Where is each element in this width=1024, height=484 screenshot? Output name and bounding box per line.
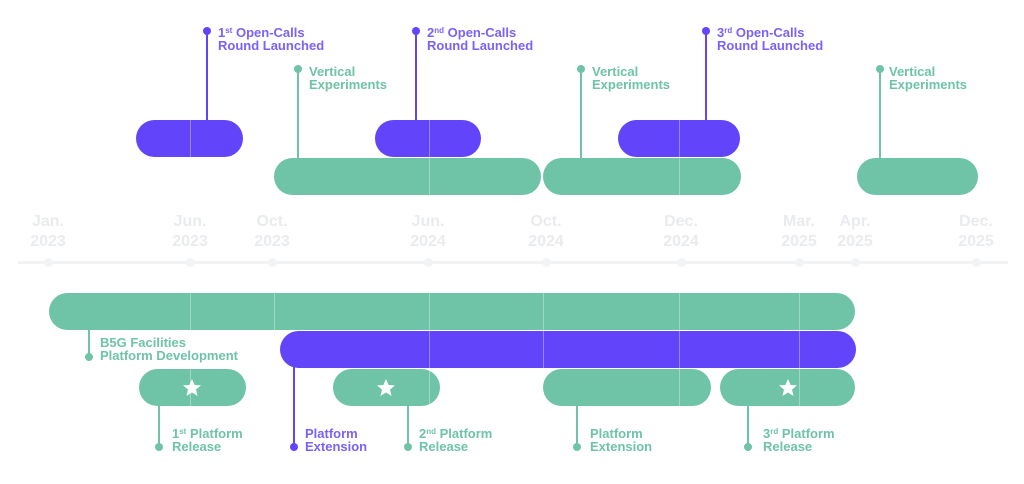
timeline-tick bbox=[542, 258, 551, 267]
timeline-tick bbox=[851, 258, 860, 267]
bar-divider bbox=[190, 293, 191, 406]
vertical-experiments-dot-2 bbox=[577, 65, 585, 73]
timeline-tick bbox=[677, 258, 686, 267]
date-month: Dec. bbox=[664, 213, 698, 230]
open-calls-stem-3 bbox=[705, 33, 707, 121]
date-year: 2024 bbox=[528, 233, 564, 250]
vertical-experiments-bar-1 bbox=[274, 158, 541, 195]
date-month: Oct. bbox=[256, 213, 288, 230]
release-3-stem bbox=[747, 405, 749, 445]
date-month: Mar. bbox=[782, 213, 815, 230]
open-calls-label-2: 2nd Open-Calls Round Launched bbox=[427, 25, 534, 53]
timeline-tick bbox=[972, 258, 981, 267]
open-calls-dot-1 bbox=[203, 27, 211, 35]
extension-purple-stem bbox=[293, 367, 295, 445]
vertical-experiments-stem-2 bbox=[580, 71, 582, 159]
timeline-date: Jun. 2023 bbox=[155, 212, 225, 252]
timeline-date: Mar. 2025 bbox=[764, 212, 834, 252]
bar-divider bbox=[799, 293, 800, 406]
date-month: Jan. bbox=[31, 213, 64, 230]
date-year: 2023 bbox=[254, 233, 290, 250]
release-1-stem bbox=[158, 405, 160, 445]
release-2-dot bbox=[404, 443, 412, 451]
open-calls-label-1: 1st Open-Calls Round Launched bbox=[218, 25, 325, 53]
star-icon bbox=[779, 379, 797, 396]
date-year: 2024 bbox=[663, 233, 699, 250]
timeline-date: Oct. 2023 bbox=[237, 212, 307, 252]
timeline-tick bbox=[795, 258, 804, 267]
timeline-date: Dec. 2025 bbox=[941, 212, 1011, 252]
open-calls-bar-2 bbox=[375, 120, 481, 157]
date-year: 2025 bbox=[781, 233, 817, 250]
timeline-date: Dec. 2024 bbox=[646, 212, 716, 252]
vertical-experiments-bar-2 bbox=[543, 158, 741, 195]
platform-extension-green-bar bbox=[543, 369, 711, 406]
date-month: Apr. bbox=[839, 213, 871, 230]
extension-purple-dot bbox=[290, 443, 298, 451]
release-3-label: 3rd Platform Release bbox=[763, 426, 835, 454]
release-2-label: 2nd Platform Release bbox=[419, 426, 493, 454]
timeline-date: Jun. 2024 bbox=[393, 212, 463, 252]
release-1-label: 1st Platform Release bbox=[172, 426, 243, 454]
vertical-experiments-dot-1 bbox=[294, 65, 302, 73]
date-year: 2023 bbox=[30, 233, 66, 250]
timeline-date: Jan. 2023 bbox=[13, 212, 83, 252]
bar-divider bbox=[679, 293, 680, 406]
date-month: Jun. bbox=[173, 213, 207, 230]
timeline-tick bbox=[424, 258, 433, 267]
bar-divider bbox=[274, 293, 275, 330]
timeline-axis bbox=[18, 261, 1008, 264]
vertical-experiments-stem-3 bbox=[879, 71, 881, 159]
timeline-date: Apr. 2025 bbox=[820, 212, 890, 252]
date-year: 2024 bbox=[410, 233, 446, 250]
bar-divider bbox=[543, 293, 544, 368]
star-icon bbox=[183, 379, 201, 396]
open-calls-dot-2 bbox=[412, 27, 420, 35]
date-month: Jun. bbox=[411, 213, 445, 230]
b5g-dot bbox=[85, 353, 93, 361]
date-month: Dec. bbox=[959, 213, 993, 230]
release-1-dot bbox=[155, 443, 163, 451]
date-year: 2023 bbox=[172, 233, 208, 250]
open-calls-label-3: 3rd Open-Calls Round Launched bbox=[717, 25, 824, 53]
timeline-tick bbox=[186, 258, 195, 267]
open-calls-bar-3 bbox=[618, 120, 740, 157]
b5g-development-bar bbox=[49, 293, 855, 330]
open-calls-stem-1 bbox=[206, 33, 208, 121]
open-calls-stem-2 bbox=[415, 33, 417, 121]
timeline-date: Oct. 2024 bbox=[511, 212, 581, 252]
release-3-dot bbox=[744, 443, 752, 451]
date-month: Oct. bbox=[530, 213, 562, 230]
b5g-stem bbox=[88, 329, 90, 357]
platform-extension-bar bbox=[280, 331, 856, 368]
extension-green-stem bbox=[576, 405, 578, 445]
vertical-experiments-bar-3 bbox=[857, 158, 978, 195]
extension-green-dot bbox=[573, 443, 581, 451]
open-calls-bar-1 bbox=[136, 120, 243, 157]
bar-divider bbox=[679, 120, 680, 195]
open-calls-dot-3 bbox=[702, 27, 710, 35]
bar-divider bbox=[429, 120, 430, 195]
timeline-tick bbox=[44, 258, 53, 267]
date-year: 2025 bbox=[837, 233, 873, 250]
date-year: 2025 bbox=[958, 233, 994, 250]
star-icon bbox=[377, 379, 395, 396]
vertical-experiments-dot-3 bbox=[876, 65, 884, 73]
timeline-tick bbox=[268, 258, 277, 267]
bar-divider bbox=[190, 120, 191, 157]
bar-divider bbox=[429, 293, 430, 406]
vertical-experiments-stem-1 bbox=[297, 71, 299, 159]
release-2-stem bbox=[407, 405, 409, 445]
